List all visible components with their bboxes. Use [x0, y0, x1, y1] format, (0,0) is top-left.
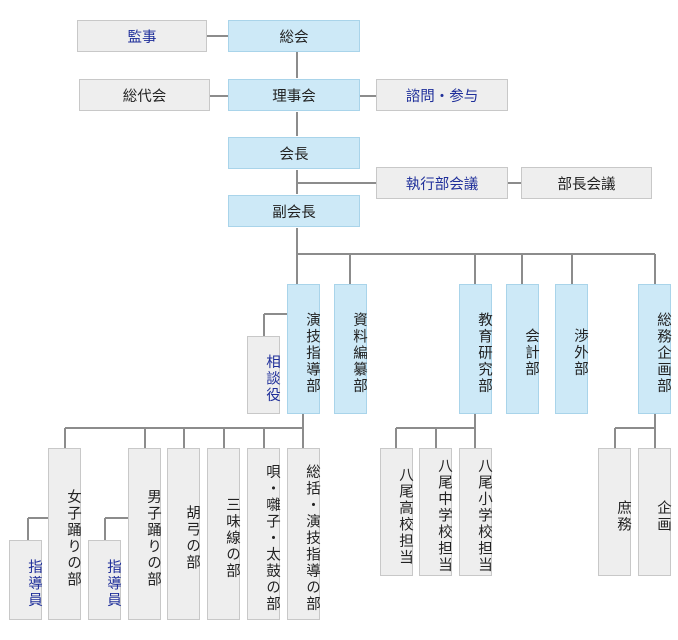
general-affairs-section: 庶務 — [598, 448, 631, 576]
education-research-dept: 教育研究部 — [459, 284, 492, 414]
planning-section: 企画 — [638, 448, 671, 576]
shamisen-section: 三味線の部 — [207, 448, 240, 620]
instructor-box-1: 指導員 — [9, 540, 42, 620]
mens-dance-section: 男子踊りの部 — [128, 448, 161, 620]
performance-instruction-dept: 演技指導部 — [287, 284, 320, 414]
accounting-dept: 会計部 — [506, 284, 539, 414]
connector-lines — [27, 35, 656, 540]
kokyu-section: 胡弓の部 — [167, 448, 200, 620]
yatsuo-elementary-charge: 八尾小学校担当 — [459, 448, 492, 576]
yatsuo-high-school-charge: 八尾高校担当 — [380, 448, 413, 576]
vice-chairman-box: 副会長 — [228, 195, 360, 227]
board-of-directors-box: 理事会 — [228, 79, 360, 111]
yatsuo-junior-high-charge: 八尾中学校担当 — [419, 448, 452, 576]
archives-editing-dept: 資料編纂部 — [334, 284, 367, 414]
executive-meeting-box: 執行部会議 — [376, 167, 508, 199]
delegates-assembly-box: 総代会 — [79, 79, 210, 111]
general-assembly-box: 総会 — [228, 20, 360, 52]
general-performance-instruction-section: 総括・演技指導の部 — [287, 448, 320, 620]
auditor-box: 監事 — [77, 20, 207, 52]
womens-dance-section: 女子踊りの部 — [48, 448, 81, 620]
public-relations-dept: 渉外部 — [555, 284, 588, 414]
song-hayashi-drum-section: 唄・囃子・太鼓の部 — [247, 448, 280, 620]
chairman-box: 会長 — [228, 137, 360, 169]
general-affairs-planning-dept: 総務企画部 — [638, 284, 671, 414]
instructor-box-2: 指導員 — [88, 540, 121, 620]
counselor-box: 相談役 — [247, 336, 280, 414]
advisory-box: 諮問・参与 — [376, 79, 508, 111]
department-heads-meeting-box: 部長会議 — [521, 167, 652, 199]
